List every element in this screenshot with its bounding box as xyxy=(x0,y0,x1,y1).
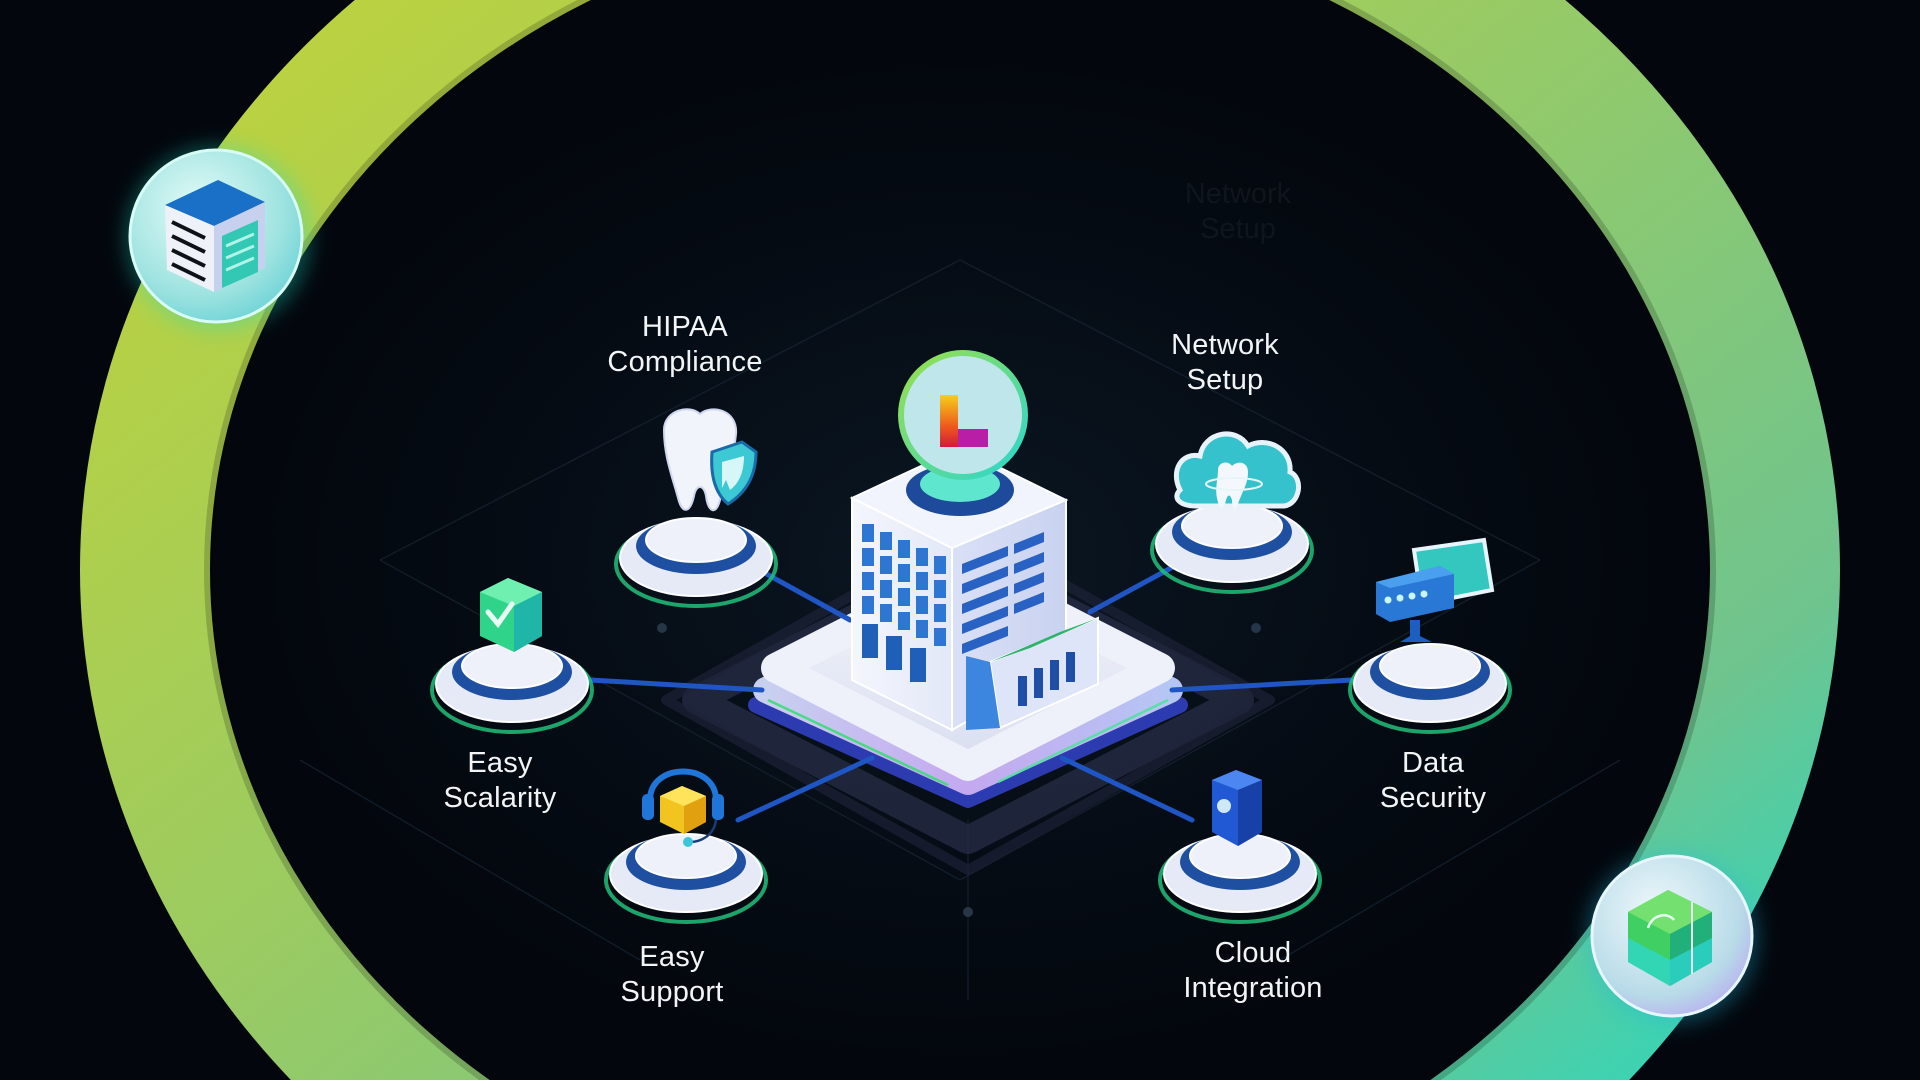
label-line1: Easy xyxy=(639,941,705,973)
label-line2: Compliance xyxy=(607,346,763,378)
tooth-shield-icon xyxy=(662,408,758,511)
ghost-label: Network Setup xyxy=(1118,177,1358,247)
ghost-label-line2: Setup xyxy=(1200,213,1276,245)
cloud-tooth-icon xyxy=(1173,431,1301,509)
green-cube-icon xyxy=(1586,852,1758,1024)
label-easy-scalarity: Easy Scalarity xyxy=(380,746,620,816)
label-line2: Scalarity xyxy=(443,782,557,814)
label-easy-support: Easy Support xyxy=(552,940,792,1010)
label-line2: Support xyxy=(620,976,724,1008)
label-line1: Easy xyxy=(467,747,533,779)
label-line1: HIPAA xyxy=(642,311,728,343)
ghost-label-line1: Network xyxy=(1184,178,1292,210)
label-line1: Network xyxy=(1171,329,1279,361)
server-monitor-icon xyxy=(1376,537,1495,642)
label-data-security: Data Security xyxy=(1313,746,1553,816)
label-cloud-integration: Cloud Integration xyxy=(1133,936,1373,1006)
label-line2: Setup xyxy=(1186,364,1264,396)
label-line2: Security xyxy=(1379,782,1487,814)
label-network-setup: Network Setup xyxy=(1105,328,1345,398)
cloud-building-icon xyxy=(1212,770,1262,846)
storage-cube-icon xyxy=(126,146,310,330)
label-line1: Data xyxy=(1401,747,1465,779)
headset-box-icon xyxy=(642,768,724,847)
checkmark-box-icon xyxy=(480,578,542,652)
label-line2: Integration xyxy=(1183,972,1323,1004)
label-line1: Cloud xyxy=(1214,937,1292,969)
label-hipaa-compliance: HIPAA Compliance xyxy=(565,310,805,380)
